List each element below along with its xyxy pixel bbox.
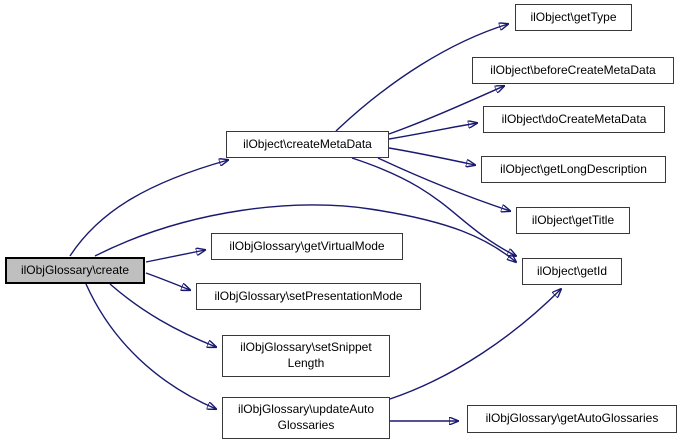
edge-create-to-updateAutoGlossaries bbox=[85, 283, 216, 409]
node-getId[interactable]: ilObject\getId bbox=[522, 258, 622, 285]
node-getTitle[interactable]: ilObject\getTitle bbox=[516, 207, 630, 234]
node-setPresentationMode[interactable]: ilObjGlossary\setPresentationMode bbox=[196, 283, 421, 310]
node-updateAutoGlossaries[interactable]: ilObjGlossary\updateAuto Glossaries bbox=[222, 397, 390, 439]
edge-createMetaData-to-getTitle bbox=[377, 157, 510, 211]
edge-create-to-createMetaData bbox=[69, 160, 228, 257]
edge-createMetaData-to-beforeCreateMetaData bbox=[388, 86, 504, 135]
node-doCreateMetaData[interactable]: ilObject\doCreateMetaData bbox=[483, 106, 665, 133]
node-getLongDescription[interactable]: ilObject\getLongDescription bbox=[481, 156, 666, 183]
edge-create-to-getVirtualMode bbox=[145, 250, 205, 263]
edge-createMetaData-to-getId bbox=[351, 157, 516, 256]
edge-updateAutoGlossaries-to-getId bbox=[389, 289, 561, 400]
node-setSnippetLength[interactable]: ilObjGlossary\setSnippet Length bbox=[222, 335, 390, 377]
edge-createMetaData-to-getType bbox=[335, 24, 508, 132]
edge-create-to-setSnippetLength bbox=[109, 283, 216, 347]
edge-create-to-getId bbox=[94, 204, 516, 262]
node-createMetaData[interactable]: ilObject\createMetaData bbox=[226, 131, 389, 158]
edge-createMetaData-to-doCreateMetaData bbox=[388, 123, 477, 140]
node-beforeCreateMetaData[interactable]: ilObject\beforeCreateMetaData bbox=[472, 57, 674, 84]
node-create: ilObjGlossary\create bbox=[5, 257, 145, 284]
node-getType[interactable]: ilObject\getType bbox=[515, 4, 632, 31]
edge-createMetaData-to-getLongDescription bbox=[388, 147, 475, 165]
node-getAutoGlossaries[interactable]: ilObjGlossary\getAutoGlossaries bbox=[467, 405, 677, 433]
node-getVirtualMode[interactable]: ilObjGlossary\getVirtualMode bbox=[211, 233, 403, 260]
edge-create-to-setPresentationMode bbox=[145, 272, 190, 290]
